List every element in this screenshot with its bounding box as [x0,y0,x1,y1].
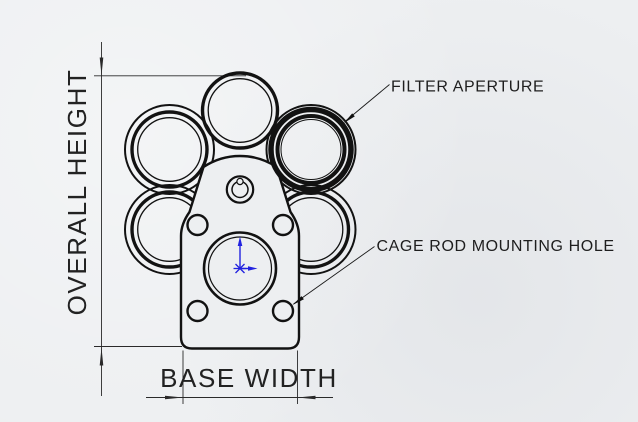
filter-ring-upper-right-band [275,114,347,185]
filter-ring-upper-left [130,110,209,189]
cage-rod-hole-leader [293,246,375,305]
origin-y-arrow-icon [237,236,243,246]
cage-rod-hole-label: CAGE ROD MOUNTING HOLE [377,238,615,255]
origin-triad [233,236,258,274]
hub-keyway [236,177,244,186]
dimension-arrow-icon [297,395,316,400]
filter-aperture-label: FILTER APERTURE [391,79,544,96]
dimension-arrow-icon [99,57,104,76]
lobe-upper-right [265,104,357,195]
leader-arrow-icon [344,113,355,123]
hub-outer [225,175,255,204]
base-width-label: BASE WIDTH [160,363,338,393]
cage-rod-hole-bottom-left [186,299,209,323]
leader-arrow-icon [292,296,304,305]
base-width-dimension: BASE WIDTH [146,350,338,404]
cage-rod-hole-top-left [186,213,209,237]
cage-rod-hole-top-right [271,213,295,237]
filter-ring-upper-left-inner [137,117,202,182]
overall-height-dimension: OVERALL HEIGHT [62,42,246,396]
dimension-arrow-icon [165,395,183,400]
cage-rod-hole-bottom-right [271,299,295,323]
filter-wheel-lobes [124,104,357,275]
filter-ring-upper-right [268,106,354,193]
cage-rod-hole-callout: CAGE ROD MOUNTING HOLE [292,238,615,305]
dimension-arrow-icon [99,347,104,366]
overall-height-label: OVERALL HEIGHT [62,69,92,316]
front-filter-rings [130,71,354,193]
hub-pivot [225,175,255,204]
lobe-upper-left [124,104,215,195]
filter-ring-top [200,71,280,150]
filter-aperture-callout: FILTER APERTURE [344,79,544,123]
filter-ring-top-inner [207,78,273,143]
origin-marker-icon [233,263,247,274]
filter-ring-upper-right-inner [280,119,342,180]
origin-x-arrow-icon [248,266,258,271]
